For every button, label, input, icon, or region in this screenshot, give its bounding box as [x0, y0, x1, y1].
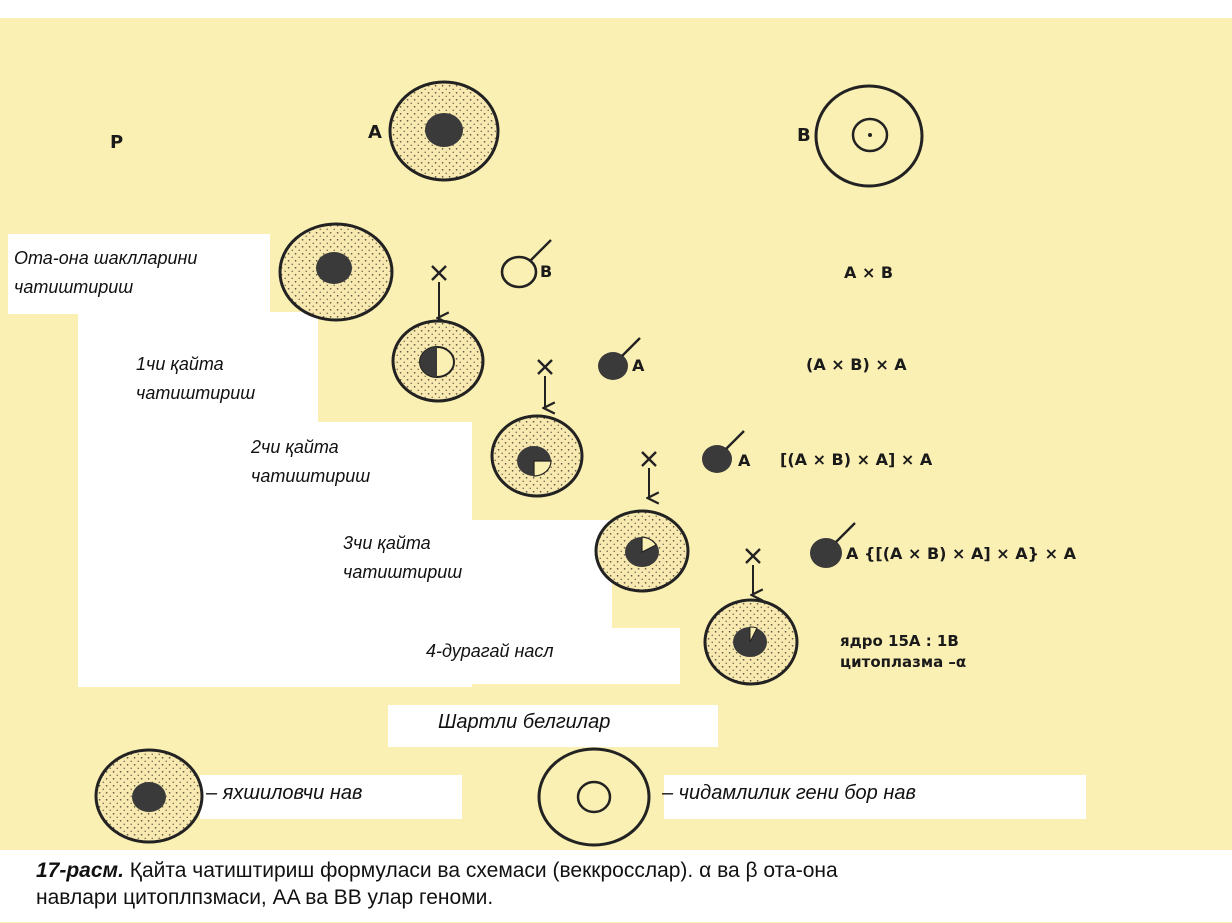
parent-a-label: A	[368, 122, 382, 143]
crossing-parents-label: Ота-она шаклларини чатиштириш	[14, 244, 197, 302]
bc2-cell	[492, 416, 582, 496]
formula-3: {[(A × B) × A] × A} × A	[864, 544, 1076, 563]
crossing-parents-line1: Ота-она шаклларини	[14, 244, 197, 273]
cross-mark-0	[432, 266, 446, 318]
legend-title: Шартли белгилар	[438, 711, 610, 734]
legend-improver-label: – яхшиловчи нав	[206, 782, 362, 805]
backcross-2-line2: чатиштириш	[251, 462, 370, 491]
cross-mark-3	[746, 549, 760, 595]
formula-1: (A × B) × A	[806, 355, 907, 374]
legend-improver-symbol	[96, 750, 202, 842]
result-nucleus: ядро 15A : 1B	[840, 632, 959, 650]
result-cytoplasm: цитоплазма –α	[840, 653, 966, 671]
cross-mark-1	[538, 360, 552, 408]
cross-a-cell	[280, 224, 392, 320]
backcross-3-line1: 3чи қайта	[343, 529, 462, 558]
caption-line-2: навлари цитоплпзмаси, AA ва BB улар гено…	[36, 884, 838, 911]
crossing-parents-line2: чатиштириш	[14, 273, 197, 302]
parent-a-cell	[390, 82, 498, 180]
figure-caption: 17-расм. Қайта чатиштириш формуласи ва с…	[36, 857, 838, 911]
p-label: P	[110, 132, 123, 153]
parent-b-label: B	[797, 125, 811, 146]
bc1-cell	[393, 321, 483, 401]
formula-0: A × B	[844, 263, 893, 282]
backcross-2-line1: 2чи қайта	[251, 433, 370, 462]
bc3-cell	[596, 511, 688, 591]
parent-b-cell	[816, 86, 922, 186]
hybrid-4-cell	[705, 600, 797, 684]
pollen-a-3-label: A	[846, 544, 858, 563]
backcross-1-line1: 1чи қайта	[136, 350, 255, 379]
legend-resistant-label: – чидамлилик гени бор нав	[662, 782, 916, 805]
formula-2: [(A × B) × A] × A	[780, 450, 932, 469]
backcross-2-label: 2чи қайта чатиштириш	[251, 433, 370, 491]
backcross-1-label: 1чи қайта чатиштириш	[136, 350, 255, 408]
caption-label: 17-расм.	[36, 859, 124, 882]
hybrid-4-label: 4-дурагай насл	[426, 637, 554, 666]
backcross-1-line2: чатиштириш	[136, 379, 255, 408]
pollen-a-2-label: A	[738, 451, 750, 470]
pollen-a-1-label: A	[632, 356, 644, 375]
cross-b-label: B	[540, 262, 552, 281]
caption-text: Қайта чатиштириш формуласи ва схемаси (в…	[124, 859, 838, 882]
cross-mark-2	[642, 452, 656, 498]
backcross-3-label: 3чи қайта чатиштириш	[343, 529, 462, 587]
caption-line-1: 17-расм. Қайта чатиштириш формуласи ва с…	[36, 857, 838, 884]
legend-resistant-symbol	[539, 749, 649, 845]
backcross-3-line2: чатиштириш	[343, 558, 462, 587]
